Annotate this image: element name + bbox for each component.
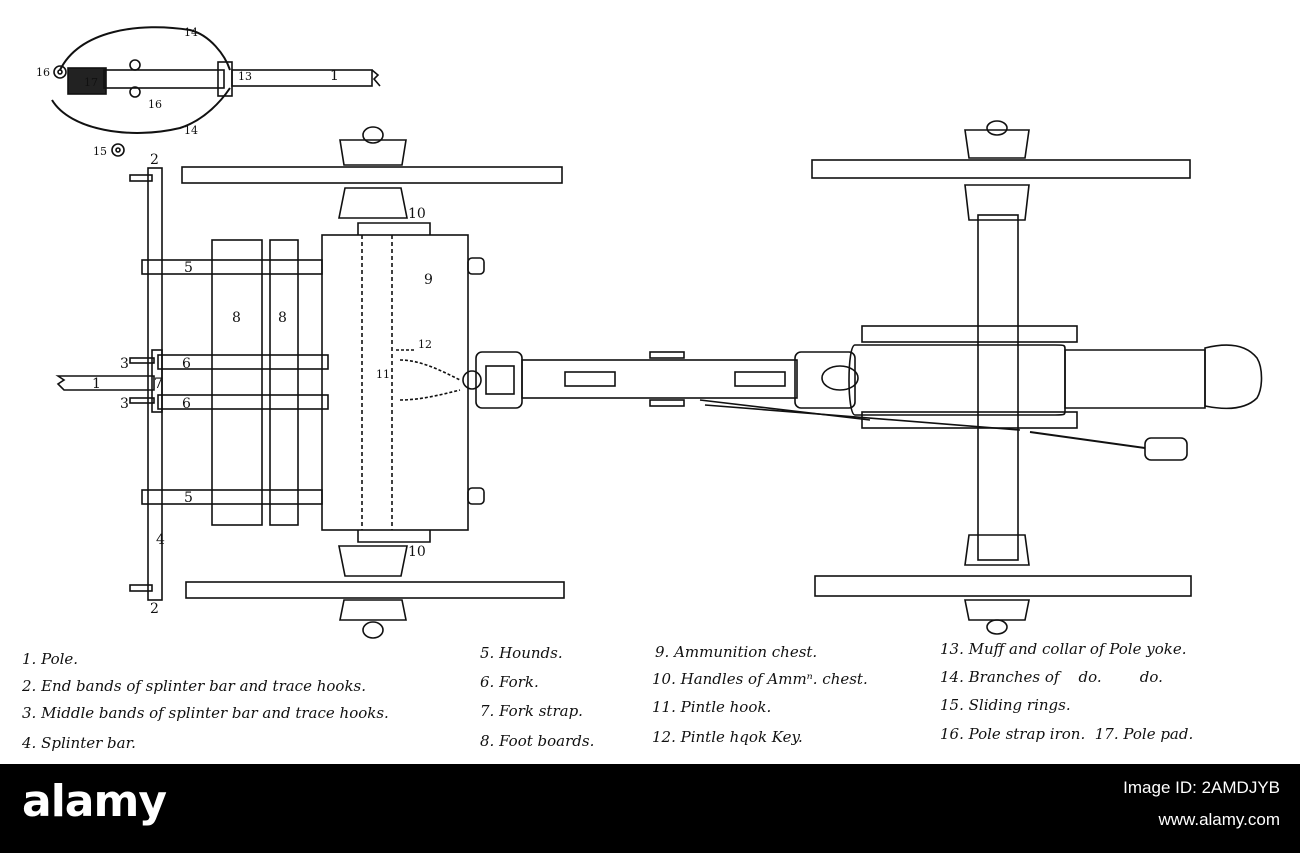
callout-6-upper: 6	[182, 356, 191, 372]
legend-item-13: 13. Muff and collar of Pole yoke.	[940, 640, 1187, 658]
alamy-logo[interactable]: alamy	[22, 776, 167, 827]
callout-12: 12	[418, 338, 432, 351]
pole-yoke-inset	[51, 26, 381, 157]
legend-item-14: 14. Branches of do. do.	[940, 668, 1163, 686]
gun-wheel-top	[811, 159, 1191, 179]
gun-wheel-bottom	[814, 575, 1192, 597]
callout-1-inset: 1	[330, 68, 339, 84]
parts-legend: 1. Pole. 2. End bands of splinter bar an…	[0, 640, 1300, 764]
ammunition-chest	[321, 234, 469, 531]
fork-strap	[151, 349, 163, 413]
legend-item-2: 2. End bands of splinter bar and trace h…	[22, 677, 367, 695]
pole	[55, 375, 155, 391]
callout-15: 15	[93, 145, 107, 158]
legend-item-4: 4. Splinter bar.	[22, 734, 136, 752]
callout-14-upper: 14	[184, 26, 198, 39]
foot-board-2	[269, 239, 299, 526]
limber-wheel-bottom	[185, 581, 565, 599]
legend-item-10: 10. Handles of Ammⁿ. chest.	[652, 670, 868, 688]
legend-item-6: 6. Fork.	[480, 673, 539, 691]
legend-item-7: 7. Fork strap.	[480, 702, 583, 720]
legend-item-11: 11. Pintle hook.	[652, 698, 772, 716]
callout-16-lower: 16	[148, 98, 162, 111]
callout-17: 17	[84, 76, 98, 89]
legend-item-15: 15. Sliding rings.	[940, 696, 1071, 714]
callout-3-upper: 3	[120, 356, 129, 372]
foot-board-1	[211, 239, 263, 526]
callout-11: 11	[376, 368, 390, 381]
legend-item-1: 1. Pole.	[22, 650, 79, 668]
cheek-lower	[861, 411, 1078, 429]
callout-10-top: 10	[408, 206, 426, 222]
callout-1: 1	[92, 376, 101, 392]
trail	[521, 351, 1021, 431]
image-id: Image ID: 2AMDJYB	[1123, 778, 1280, 797]
callout-5-upper: 5	[184, 260, 193, 276]
callout-6-lower: 6	[182, 396, 191, 412]
legend-item-5: 5. Hounds.	[480, 644, 563, 662]
callout-8-board2: 8	[278, 310, 287, 326]
callout-labels: 1 1 2 2 3 3 4 5 5 6 6 7 8 8 9 10 10 11 1…	[36, 26, 433, 617]
callout-7: 7	[154, 376, 163, 392]
callout-3-lower: 3	[120, 396, 129, 412]
callout-5-lower: 5	[184, 490, 193, 506]
watermark-footer: alamy Image ID: 2AMDJYB www.alamy.com	[0, 764, 1300, 853]
fork-upper	[157, 354, 329, 370]
callout-9: 9	[424, 272, 433, 288]
hounds-upper	[141, 259, 323, 275]
hounds-lower	[141, 489, 323, 505]
trail-body	[521, 359, 798, 399]
legend-item-12: 12. Pintle hqok Key.	[652, 728, 803, 746]
axle-tree	[977, 214, 1019, 561]
legend-item-3: 3. Middle bands of splinter bar and trac…	[22, 704, 389, 722]
callout-2-bottom: 2	[150, 601, 159, 617]
gun-carriage	[794, 120, 1263, 635]
site-url[interactable]: www.alamy.com	[1158, 810, 1280, 829]
gun-carriage-diagram: 1 1 2 2 3 3 4 5 5 6 6 7 8 8 9 10 10 11 1…	[36, 26, 1263, 639]
legend-item-9: 9. Ammunition chest.	[655, 643, 818, 661]
limber	[55, 126, 565, 639]
callout-8-board1: 8	[232, 310, 241, 326]
gun-barrel	[848, 344, 1066, 416]
callout-4: 4	[156, 532, 165, 548]
callout-16-left: 16	[36, 66, 50, 79]
legend-item-16: 16. Pole strap iron. 17. Pole pad.	[940, 725, 1194, 743]
callout-13: 13	[238, 70, 252, 83]
callout-2-top: 2	[150, 152, 159, 168]
cheek-upper	[861, 325, 1078, 343]
limber-wheel-top	[181, 166, 563, 184]
callout-10-bottom: 10	[408, 544, 426, 560]
callout-14-lower: 14	[184, 124, 198, 137]
fork-lower	[157, 394, 329, 410]
legend-item-8: 8. Foot boards.	[480, 732, 595, 750]
